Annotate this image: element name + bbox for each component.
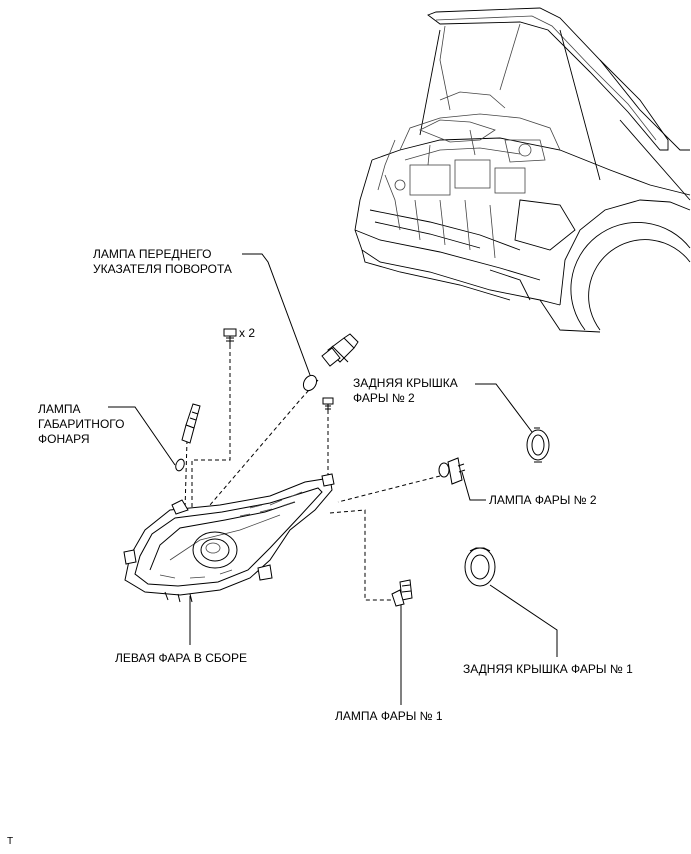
label-rear-cover-2: ЗАДНЯЯ КРЫШКА ФАРЫ № 2 <box>353 376 458 406</box>
bolt-center <box>322 397 334 412</box>
headlamp-assembly <box>123 473 335 603</box>
parking-lamp-bulb <box>175 458 185 472</box>
label-rear-cover-1: ЗАДНЯЯ КРЫШКА ФАРЫ № 1 <box>463 662 633 676</box>
label-left-headlamp-assy: ЛЕВАЯ ФАРА В СБОРЕ <box>115 651 247 665</box>
label-turn-lamp-line2: УКАЗАТЕЛЯ ПОВОРОТА <box>93 262 232 276</box>
corner-mark: T <box>7 836 14 847</box>
leader-lines <box>108 253 558 705</box>
label-quantity: x 2 <box>239 326 256 340</box>
label-headlamp-bulb-2: ЛАМПА ФАРЫ № 2 <box>489 493 597 507</box>
label-parking-lamp: ЛАМПА ГАБАРИТНОГО ФОНАРЯ <box>38 402 124 447</box>
label-parking-lamp-line1: ЛАМПА <box>38 402 81 416</box>
headlamp-bulb-1 <box>391 579 413 607</box>
bolt-x2 <box>223 328 237 345</box>
rear-cover-2 <box>526 427 550 463</box>
label-parking-lamp-line2: ГАБАРИТНОГО <box>38 417 125 431</box>
parking-lamp-socket <box>181 403 201 444</box>
headlamp-bulb-2 <box>438 457 466 485</box>
label-turn-lamp-line1: ЛАМПА ПЕРЕДНЕГО <box>93 247 212 261</box>
label-rear-cover-2-line1: ЗАДНЯЯ КРЫШКА <box>353 376 458 390</box>
label-turn-lamp: ЛАМПА ПЕРЕДНЕГО УКАЗАТЕЛЯ ПОВОРОТА <box>93 247 232 277</box>
turn-lamp-socket <box>321 333 359 367</box>
label-headlamp-bulb-1: ЛАМПА ФАРЫ № 1 <box>335 709 443 723</box>
label-rear-cover-2-line2: ФАРЫ № 2 <box>353 391 415 405</box>
car-illustration <box>354 7 691 333</box>
rear-cover-1 <box>464 547 496 587</box>
turn-lamp-bulb <box>302 374 318 392</box>
label-parking-lamp-line3: ФОНАРЯ <box>38 432 90 446</box>
